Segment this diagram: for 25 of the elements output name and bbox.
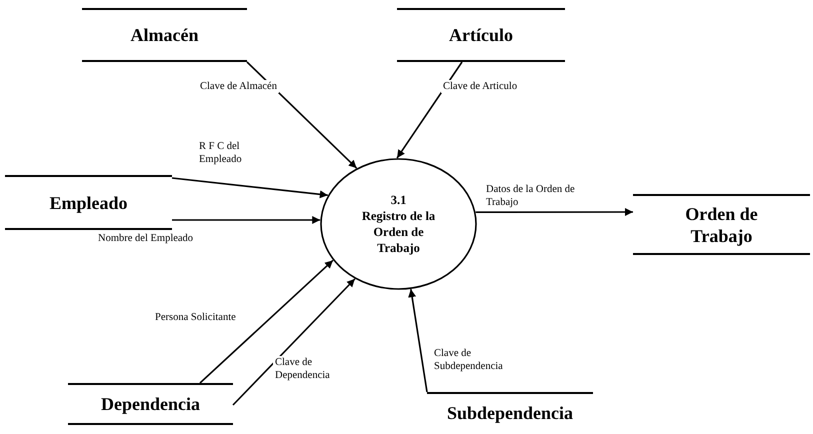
store-name: Almacén [130,24,198,46]
process-number: 3.1 [390,192,408,208]
flow-arrow [408,289,428,392]
flow-arrow [172,177,328,198]
edge-label: Nombre del Empleado [96,232,196,245]
flow-arrow [246,61,358,169]
data-store [5,175,172,230]
process-circle [320,158,477,290]
flow-arrow [476,208,633,216]
store-name: Subdependencia [446,402,574,424]
store-name: Empleado [49,192,128,214]
flow-arrow [232,278,356,406]
data-store [82,8,247,62]
edge-label: Clave de Articulo [441,80,520,93]
store-name: Artículo [449,24,513,46]
data-store [397,8,565,62]
data-store [68,383,233,425]
store-name: Orden de Trabajo [684,202,759,246]
flow-arrow [199,260,334,384]
edge-label: Clave de Almacén [198,80,279,93]
store-name: Dependencia [101,393,200,415]
flow-arrow [396,62,463,158]
flow-arrow [172,216,320,224]
process-name: Registro de la Orden de Trabajo [360,208,436,256]
data-store [633,194,810,255]
